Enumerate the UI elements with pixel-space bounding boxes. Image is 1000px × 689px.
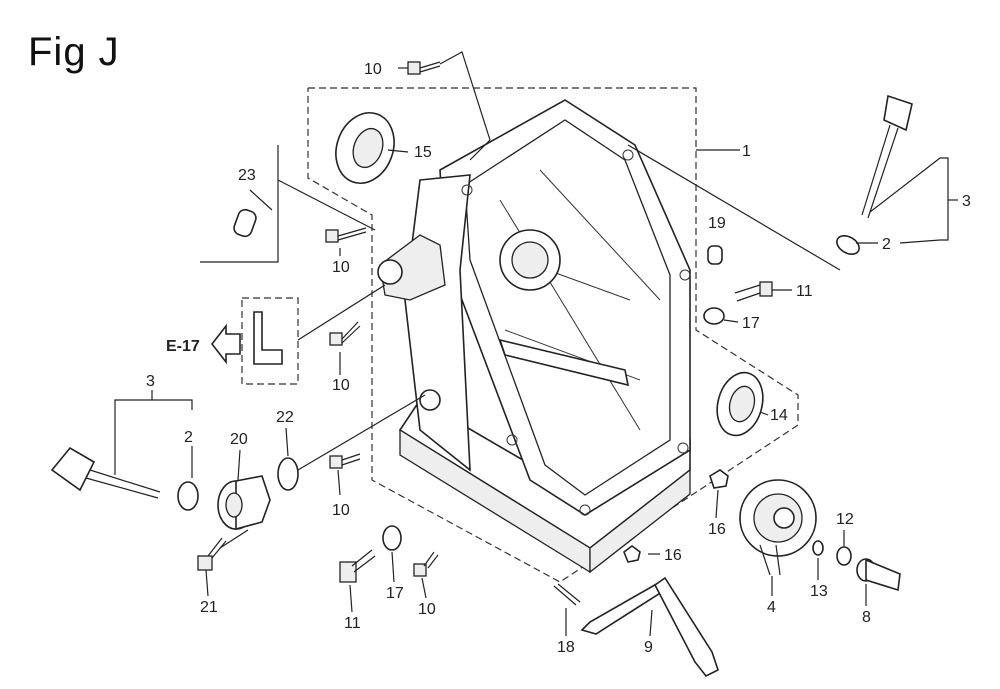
pin-frame-23 — [200, 145, 279, 263]
bolt-11-right — [734, 281, 773, 302]
cotter-pin-18 — [553, 583, 581, 606]
callout-13: 13 — [810, 583, 828, 600]
breather-tube — [253, 311, 283, 365]
bolt-10-bottom — [413, 551, 439, 577]
clip-13 — [812, 540, 824, 556]
callout-10-left-upper: 10 — [332, 259, 350, 276]
governor-arm-9 — [580, 576, 719, 678]
callout-12: 12 — [836, 511, 854, 528]
reference-e17: E-17 — [166, 338, 200, 355]
callout-1: 1 — [742, 143, 751, 160]
callout-10-bottom: 10 — [418, 601, 436, 618]
o-ring-2-right — [836, 235, 860, 255]
breather-tube-box — [241, 297, 299, 385]
callout-14: 14 — [770, 407, 788, 424]
bolt-21 — [197, 537, 227, 571]
callout-15: 15 — [414, 144, 432, 161]
callout-10-lower: 10 — [332, 502, 350, 519]
nut-16-right — [709, 469, 729, 489]
callout-11-bottom: 11 — [344, 615, 361, 632]
washer-17-bottom — [382, 525, 402, 551]
leader-lines — [114, 51, 958, 637]
washer-17-right — [703, 307, 725, 325]
callout-3-left: 3 — [146, 373, 155, 390]
crankcase-boundary — [307, 87, 799, 583]
dowel-pin-23 — [233, 208, 257, 238]
callout-17-bottom: 17 — [386, 585, 404, 602]
bolt-10-left-upper — [325, 227, 367, 243]
o-ring-22 — [277, 457, 299, 491]
callout-21: 21 — [200, 599, 218, 616]
callout-2-left: 2 — [184, 429, 193, 446]
shaft-8 — [856, 558, 901, 592]
callout-10-top: 10 — [364, 61, 382, 78]
callout-10-left-middle: 10 — [332, 377, 350, 394]
bolt-10-top — [407, 61, 441, 75]
callout-2-right: 2 — [882, 236, 891, 253]
callout-4: 4 — [767, 599, 776, 616]
callout-3-right: 3 — [962, 193, 971, 210]
bolt-11-bottom — [339, 549, 376, 583]
callout-19: 19 — [708, 215, 726, 232]
oil-seal-15 — [335, 112, 395, 184]
callout-18: 18 — [557, 639, 575, 656]
dipstick-3-right — [861, 94, 913, 219]
callout-23: 23 — [238, 167, 256, 184]
reference-arrow-icon — [210, 323, 241, 365]
bolt-10-left-middle — [329, 321, 361, 346]
figure-title: Fig J — [28, 30, 120, 74]
callout-22: 22 — [276, 409, 294, 426]
drain-plug-20 — [217, 475, 271, 531]
callout-8: 8 — [862, 609, 871, 626]
callout-9: 9 — [644, 639, 653, 656]
callout-11-right: 11 — [796, 283, 813, 300]
bearing-14 — [716, 371, 764, 437]
bolt-10-lower — [329, 453, 361, 469]
washer-12 — [836, 546, 852, 566]
dowel-pin-19 — [707, 245, 723, 265]
callout-17-right: 17 — [742, 315, 760, 332]
callout-20: 20 — [230, 431, 248, 448]
callout-16-middle: 16 — [664, 547, 682, 564]
dipstick-3-left — [50, 446, 161, 499]
nut-16-middle — [623, 545, 641, 563]
gear-4 — [739, 479, 817, 576]
callout-16-right: 16 — [708, 521, 726, 538]
o-ring-2-left — [177, 481, 199, 511]
crankcase-body — [377, 99, 691, 574]
